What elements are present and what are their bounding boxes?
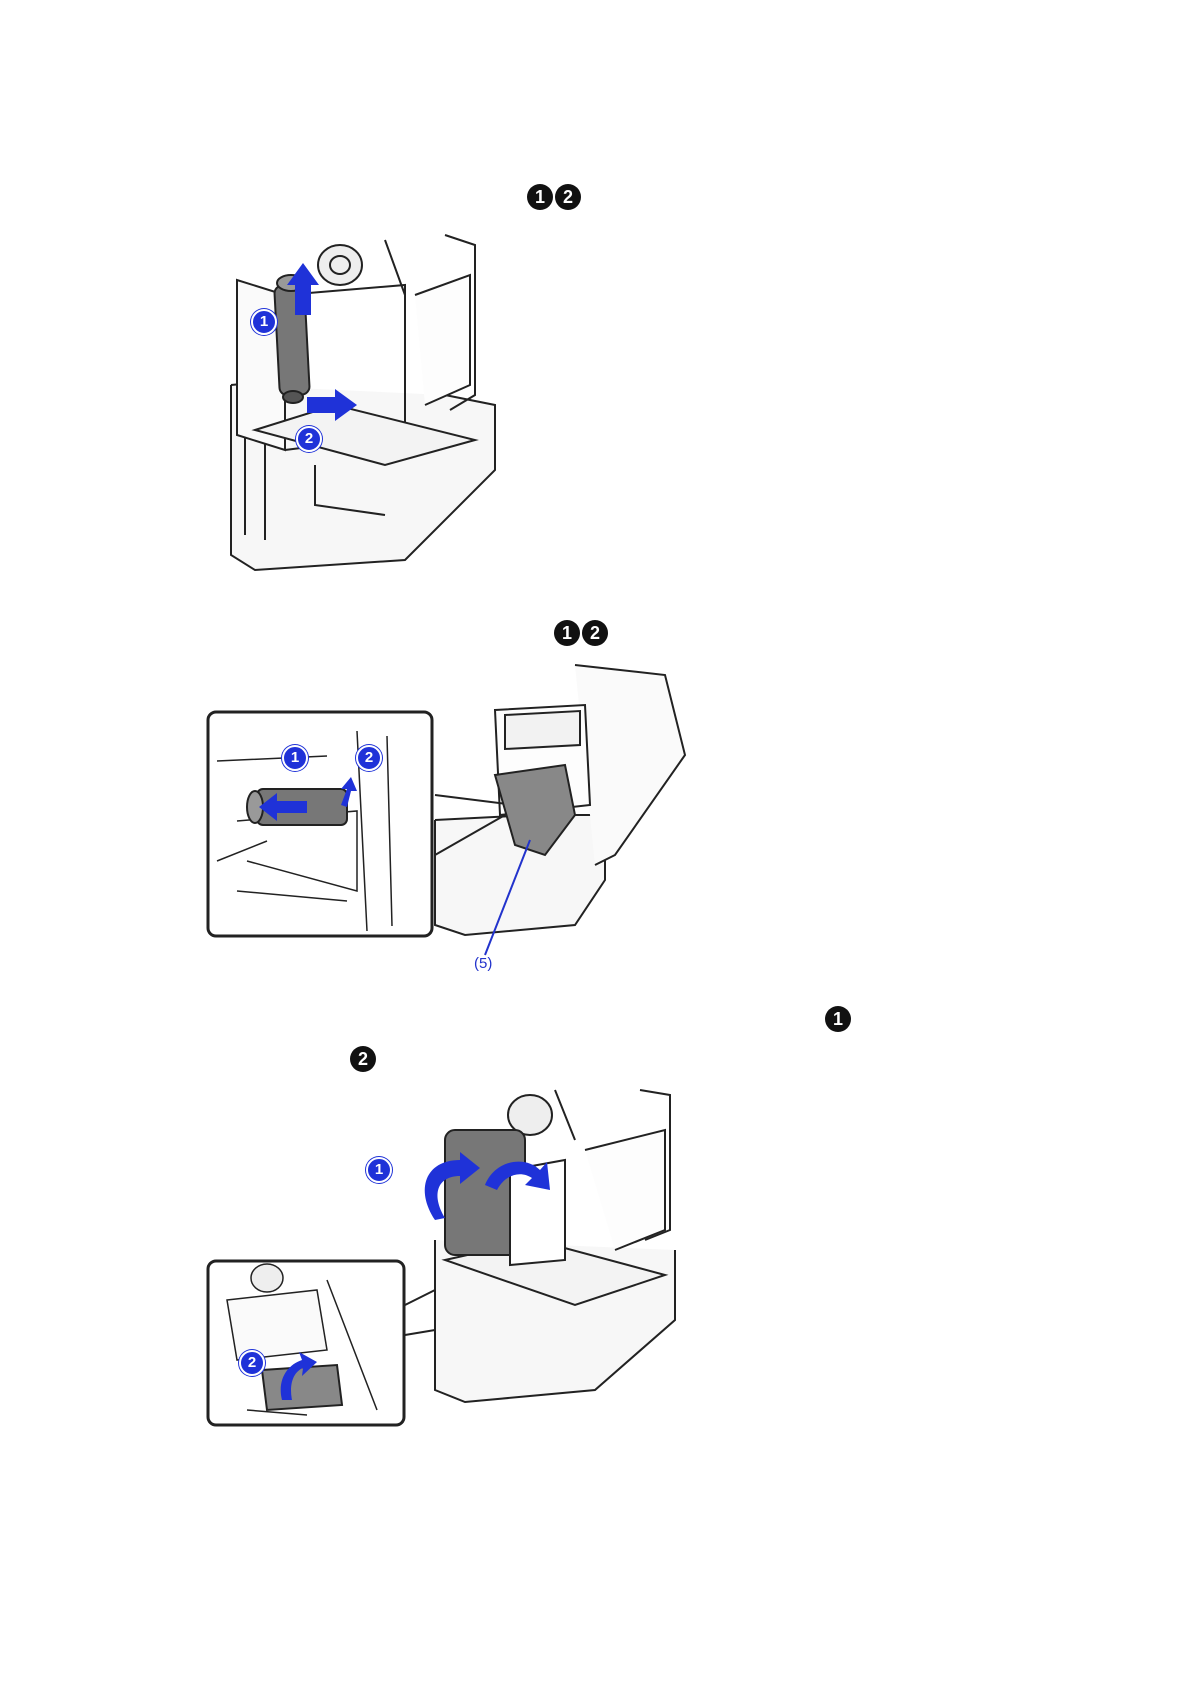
callout-1: 1	[366, 1157, 392, 1183]
callout-1: 1	[282, 745, 308, 771]
printer-illustration-step2	[425, 665, 695, 955]
part-label-5: (5)	[474, 955, 492, 972]
marker-2: 2	[555, 184, 581, 210]
inset-box-step2	[207, 711, 437, 941]
marker-1: 1	[825, 1006, 851, 1032]
marker-1: 1	[554, 620, 580, 646]
callout-2: 2	[239, 1350, 265, 1376]
callout-1: 1	[251, 309, 277, 335]
callout-2: 2	[356, 745, 382, 771]
inset-box-step3	[207, 1260, 407, 1430]
printer-illustration-step1	[225, 235, 505, 575]
marker-2: 2	[350, 1046, 376, 1072]
marker-2: 2	[582, 620, 608, 646]
step2-markers: 1 2	[554, 620, 608, 646]
marker-1: 1	[527, 184, 553, 210]
callout-2: 2	[296, 426, 322, 452]
printer-illustration-step3	[425, 1090, 695, 1410]
step1-markers: 1 2	[527, 184, 581, 210]
